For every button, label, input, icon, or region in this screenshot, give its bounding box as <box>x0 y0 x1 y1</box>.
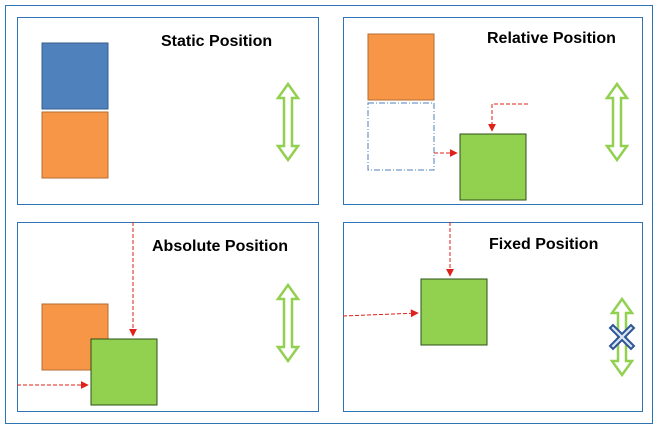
blue-box <box>41 42 109 110</box>
panel-title: Absolute Position <box>152 238 288 255</box>
green-box <box>420 278 488 346</box>
offset-left-arrow <box>342 309 419 318</box>
scroll-arrow-icon <box>604 81 630 163</box>
green-box <box>90 338 158 406</box>
scroll-arrow-icon <box>275 282 301 364</box>
orange-box <box>41 111 109 179</box>
panel-title: Relative Position <box>487 30 616 47</box>
fixed-position-panel: Fixed Position <box>343 222 643 412</box>
panel-title: Fixed Position <box>489 236 599 253</box>
scroll-arrow-icon <box>275 81 301 163</box>
original-position-placeholder <box>367 102 435 171</box>
panel-title: Static Position <box>161 33 273 50</box>
x-mark-icon <box>608 323 636 351</box>
green-box <box>459 133 527 201</box>
orange-box <box>367 33 435 101</box>
diagram-frame <box>5 5 653 424</box>
